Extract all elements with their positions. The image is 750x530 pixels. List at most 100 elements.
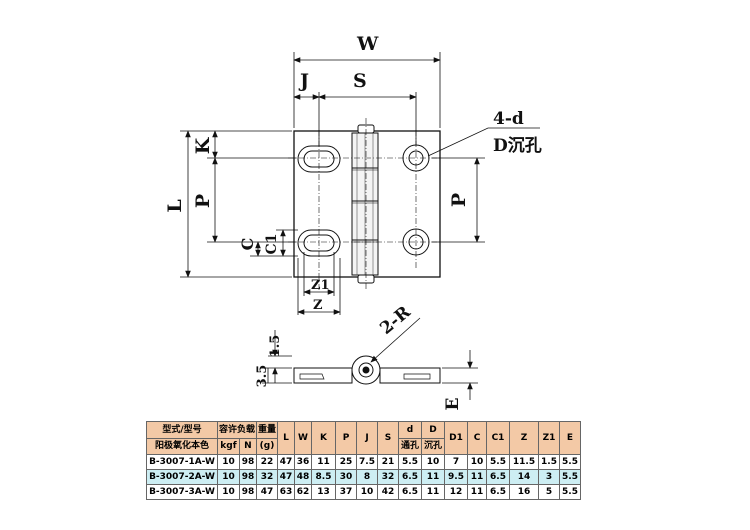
cell: 10 (356, 484, 378, 500)
cell: 10 (467, 454, 487, 470)
header-W: W (294, 421, 312, 455)
dim-label-hole-D: D沉孔 (493, 135, 542, 156)
cell: B-3007-1A-W (146, 454, 218, 470)
cell: 47 (256, 484, 278, 500)
cell: 7 (444, 454, 468, 470)
header-K: K (311, 421, 336, 455)
table-row: B-3007-3A-W 10 98 47 63 62 13 37 10 42 6… (146, 484, 581, 500)
table-row: B-3007-1A-W 10 98 22 47 36 11 25 7.5 21 … (146, 454, 581, 470)
cell: 32 (377, 469, 399, 485)
dim-label-E: E (443, 397, 463, 410)
header-model: 型式/型号 (146, 421, 218, 439)
cell: 6.5 (398, 469, 422, 485)
cell: 8 (356, 469, 378, 485)
cell: 5.5 (398, 454, 422, 470)
dim-label-Z: Z (313, 298, 323, 313)
table-header-row: 型式/型号 容许负载 重量 L W K P J S d D D1 C C1 Z … (146, 421, 581, 455)
cell: 32 (256, 469, 278, 485)
header-load: 容许负载 (217, 421, 257, 439)
dim-label-hole-d: 4-d (493, 109, 524, 129)
cell: 62 (294, 484, 312, 500)
cell: 98 (238, 484, 258, 500)
header-D1: D1 (444, 421, 468, 455)
cell: 47 (277, 454, 295, 470)
cell: 7.5 (356, 454, 378, 470)
cell: 11 (467, 469, 487, 485)
dim-label-3-5: 3.5 (255, 365, 270, 388)
cell: 9.5 (444, 469, 468, 485)
cell: 6.5 (486, 484, 510, 500)
cell: 48 (294, 469, 312, 485)
cell: 16 (509, 484, 539, 500)
cell: 10 (421, 454, 445, 470)
header-C1: C1 (486, 421, 510, 455)
subheader-kgf: kgf (217, 438, 240, 455)
cell: 10 (217, 469, 240, 485)
table-row: B-3007-2A-W 10 98 32 47 48 8.5 30 8 32 6… (146, 469, 581, 485)
cell: 10 (217, 454, 240, 470)
subheader-g: (g) (256, 438, 278, 455)
subheader-through-hole: 通孔 (398, 438, 422, 455)
dim-label-P-left: P (192, 194, 214, 208)
cell: 37 (335, 484, 357, 500)
cell: 5.5 (559, 469, 581, 485)
dim-label-W: W (356, 33, 379, 55)
cell: 63 (277, 484, 295, 500)
cell: 5.5 (486, 454, 510, 470)
cell: 30 (335, 469, 357, 485)
header-C: C (467, 421, 487, 455)
dim-label-Z1: Z1 (311, 278, 330, 293)
cell: 11 (311, 454, 336, 470)
cell: 11 (467, 484, 487, 500)
cell: 14 (509, 469, 539, 485)
cell: 13 (311, 484, 336, 500)
cell: 25 (335, 454, 357, 470)
hinge-drawing: W J S 4-d D沉孔 L K P P C C1 Z1 Z 2-R 1.5 … (164, 33, 542, 410)
header-D: D (421, 421, 445, 439)
cell: 42 (377, 484, 399, 500)
header-E: E (559, 421, 581, 455)
cell: 98 (238, 454, 258, 470)
header-Z1: Z1 (538, 421, 560, 455)
cell: 5.5 (559, 454, 581, 470)
cell: 5 (538, 484, 560, 500)
cell: 8.5 (311, 469, 336, 485)
cell: 1.5 (538, 454, 560, 470)
header-Z: Z (509, 421, 539, 455)
cell: 11.5 (509, 454, 539, 470)
dim-label-S: S (353, 70, 367, 92)
cell: 6.5 (398, 484, 422, 500)
cell: 98 (238, 469, 258, 485)
header-d: d (398, 421, 422, 439)
dim-label-C: C (238, 238, 257, 251)
cell: 36 (294, 454, 312, 470)
cell: 3 (538, 469, 560, 485)
dim-label-1-5: 1.5 (268, 335, 283, 358)
hinge-plate (293, 124, 441, 284)
cell: 11 (421, 469, 445, 485)
dim-label-J: J (298, 70, 309, 92)
header-J: J (356, 421, 378, 455)
dim-label-K: K (192, 136, 214, 154)
hinge-side-view (293, 355, 441, 385)
header-P: P (335, 421, 357, 455)
subheader-finish: 阳极氧化本色 (146, 438, 218, 455)
cell: 12 (444, 484, 468, 500)
header-weight: 重量 (256, 421, 278, 439)
cell: 22 (256, 454, 278, 470)
subheader-counterbore: 沉孔 (421, 438, 445, 455)
cell: 21 (377, 454, 399, 470)
subheader-N: N (238, 438, 258, 455)
cell: B-3007-2A-W (146, 469, 218, 485)
cell: 47 (277, 469, 295, 485)
cell: 10 (217, 484, 240, 500)
header-L: L (277, 421, 295, 455)
cell: B-3007-3A-W (146, 484, 218, 500)
dim-label-C1: C1 (264, 234, 280, 255)
dim-label-R: 2-R (376, 302, 415, 339)
dim-label-P-right: P (448, 193, 470, 207)
cell: 11 (421, 484, 445, 500)
dim-label-L: L (164, 199, 186, 212)
cell: 6.5 (486, 469, 510, 485)
header-S: S (377, 421, 399, 455)
